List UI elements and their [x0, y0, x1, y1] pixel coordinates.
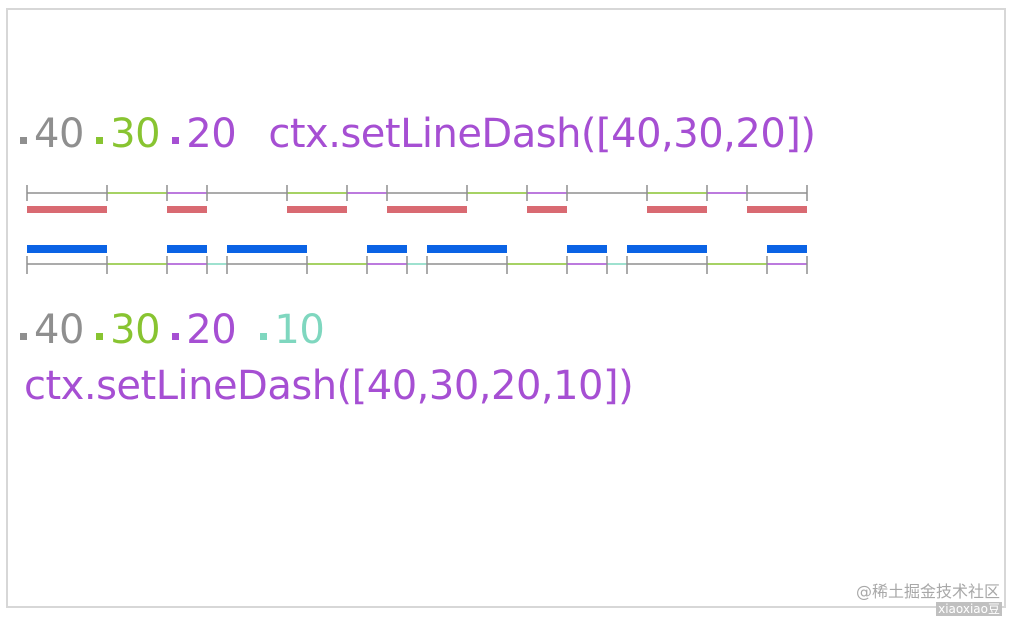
- dash-bar: [227, 245, 307, 253]
- dash-bar: [427, 245, 507, 253]
- legend-dot-green: [96, 333, 104, 340]
- segment-legend-30: 30: [96, 306, 161, 354]
- watermark-author: xiaoxiao豆: [936, 602, 1002, 616]
- pattern-b-label: 40 30 20 10: [20, 306, 325, 354]
- legend-dot-green: [96, 137, 104, 144]
- dash-bar: [367, 245, 407, 253]
- dash-bar: [567, 245, 607, 253]
- legend-dot-gray: [20, 333, 27, 340]
- legend-value: 30: [110, 111, 161, 157]
- dash-bar: [387, 206, 467, 213]
- dash-bar: [647, 206, 707, 213]
- dash-bar: [167, 245, 207, 253]
- dash-bar: [27, 206, 107, 213]
- dash-bar: [627, 245, 707, 253]
- legend-dot-purple: [172, 333, 180, 340]
- legend-dot-teal: [260, 333, 268, 340]
- pattern-a-label: 40 30 20 ctx.setLineDash([40,30,20]): [20, 110, 816, 158]
- segment-legend-20: 20: [172, 306, 237, 354]
- segment-legend-40: 40: [20, 306, 84, 354]
- legend-value: 20: [186, 307, 237, 353]
- legend-value: 30: [110, 307, 161, 353]
- watermark: @稀土掘金技术社区: [855, 582, 1000, 601]
- legend-value: 40: [34, 307, 84, 353]
- segment-legend-40: 40: [20, 110, 84, 158]
- code-snippet-a: ctx.setLineDash([40,30,20]): [268, 111, 816, 157]
- legend-value: 10: [274, 307, 325, 353]
- segment-legend-30: 30: [96, 110, 161, 158]
- legend-value: 20: [186, 111, 237, 157]
- dash-bar: [167, 206, 207, 213]
- dash-bar: [747, 206, 807, 213]
- dash-bar: [527, 206, 567, 213]
- dash-bar: [767, 245, 807, 253]
- segment-legend-10: 10: [260, 306, 325, 354]
- canvas-frame: [6, 8, 1006, 608]
- dash-bar: [27, 245, 107, 253]
- dash-bar: [287, 206, 347, 213]
- legend-value: 40: [34, 111, 84, 157]
- legend-dot-gray: [20, 137, 27, 144]
- segment-legend-20: 20: [172, 110, 237, 158]
- code-snippet-b: ctx.setLineDash([40,30,20,10]): [24, 363, 634, 409]
- legend-dot-purple: [172, 137, 180, 144]
